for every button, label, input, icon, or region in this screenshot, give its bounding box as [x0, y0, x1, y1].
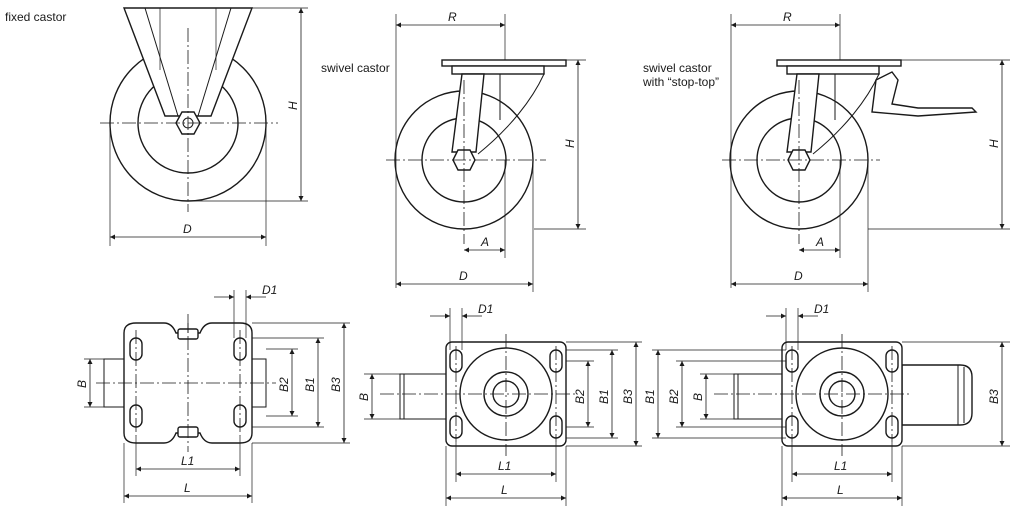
swivel-castor-top-view: D1 B B2 B1 B3 L1 L [357, 302, 642, 506]
dim-label-A: A [815, 235, 824, 249]
fork-back [812, 73, 880, 155]
caption-fixed-castor: fixed castor [5, 10, 66, 24]
fork-back [477, 73, 545, 155]
swivel-head [451, 65, 545, 75]
stop-top-castor-top-view: D1 B B2 B1 B3 L1 L [643, 302, 1010, 506]
dim-label-B: B [75, 380, 89, 388]
fixed-castor-top-view: D1 B B2 B1 B3 L1 L [75, 283, 350, 503]
dim-label-B2: B2 [277, 377, 291, 392]
swivel-castor-side-view: swivel castor R H A D [321, 10, 586, 292]
dim-label-D1: D1 [814, 302, 829, 316]
dim-label-D1: D1 [478, 302, 493, 316]
dim-label-B: B [691, 393, 705, 401]
wheel-outline [733, 373, 782, 420]
dim-label-L1: L1 [834, 459, 847, 473]
dim-label-L1: L1 [181, 454, 194, 468]
fixed-castor-side-view: fixed castor H D [5, 7, 308, 246]
dim-label-B3: B3 [621, 389, 635, 404]
dim-label-H: H [987, 139, 1001, 148]
dim-label-B1: B1 [597, 389, 611, 404]
dim-label-B2: B2 [573, 389, 587, 404]
wheel-outline [399, 373, 446, 420]
dim-label-A: A [480, 235, 489, 249]
top-plate [776, 59, 902, 67]
dim-label-B2: B2 [667, 389, 681, 404]
stop-top-pedal [901, 364, 973, 426]
dim-label-L1: L1 [498, 459, 511, 473]
dim-label-R: R [448, 10, 457, 24]
swivel-head [786, 65, 880, 75]
fork-leg [451, 73, 485, 153]
caption-stop-top-line1: swivel castor [643, 61, 712, 75]
dim-label-L: L [501, 483, 508, 497]
bearing-outer [483, 371, 529, 417]
dim-label-L: L [184, 481, 191, 495]
dim-label-R: R [783, 10, 792, 24]
dim-label-B1: B1 [643, 389, 657, 404]
caption-stop-top-line2: with “stop-top” [642, 75, 719, 89]
dim-label-D: D [183, 222, 192, 236]
dim-label-D: D [794, 269, 803, 283]
top-plate [441, 59, 567, 67]
stop-top-castor-side-view: swivel castor with “stop-top” R H A D [642, 10, 1010, 292]
dim-label-B3: B3 [329, 377, 343, 392]
dim-label-B3: B3 [987, 389, 1001, 404]
dim-label-H: H [286, 101, 300, 110]
dim-label-H: H [563, 139, 577, 148]
dim-label-L: L [837, 483, 844, 497]
dim-label-B: B [357, 393, 371, 401]
dim-label-D: D [459, 269, 468, 283]
caption-swivel-castor: swivel castor [321, 61, 390, 75]
fork-leg [786, 73, 820, 153]
dim-label-D1: D1 [262, 283, 277, 297]
stop-top-lever [871, 71, 978, 117]
dim-label-B1: B1 [303, 377, 317, 392]
